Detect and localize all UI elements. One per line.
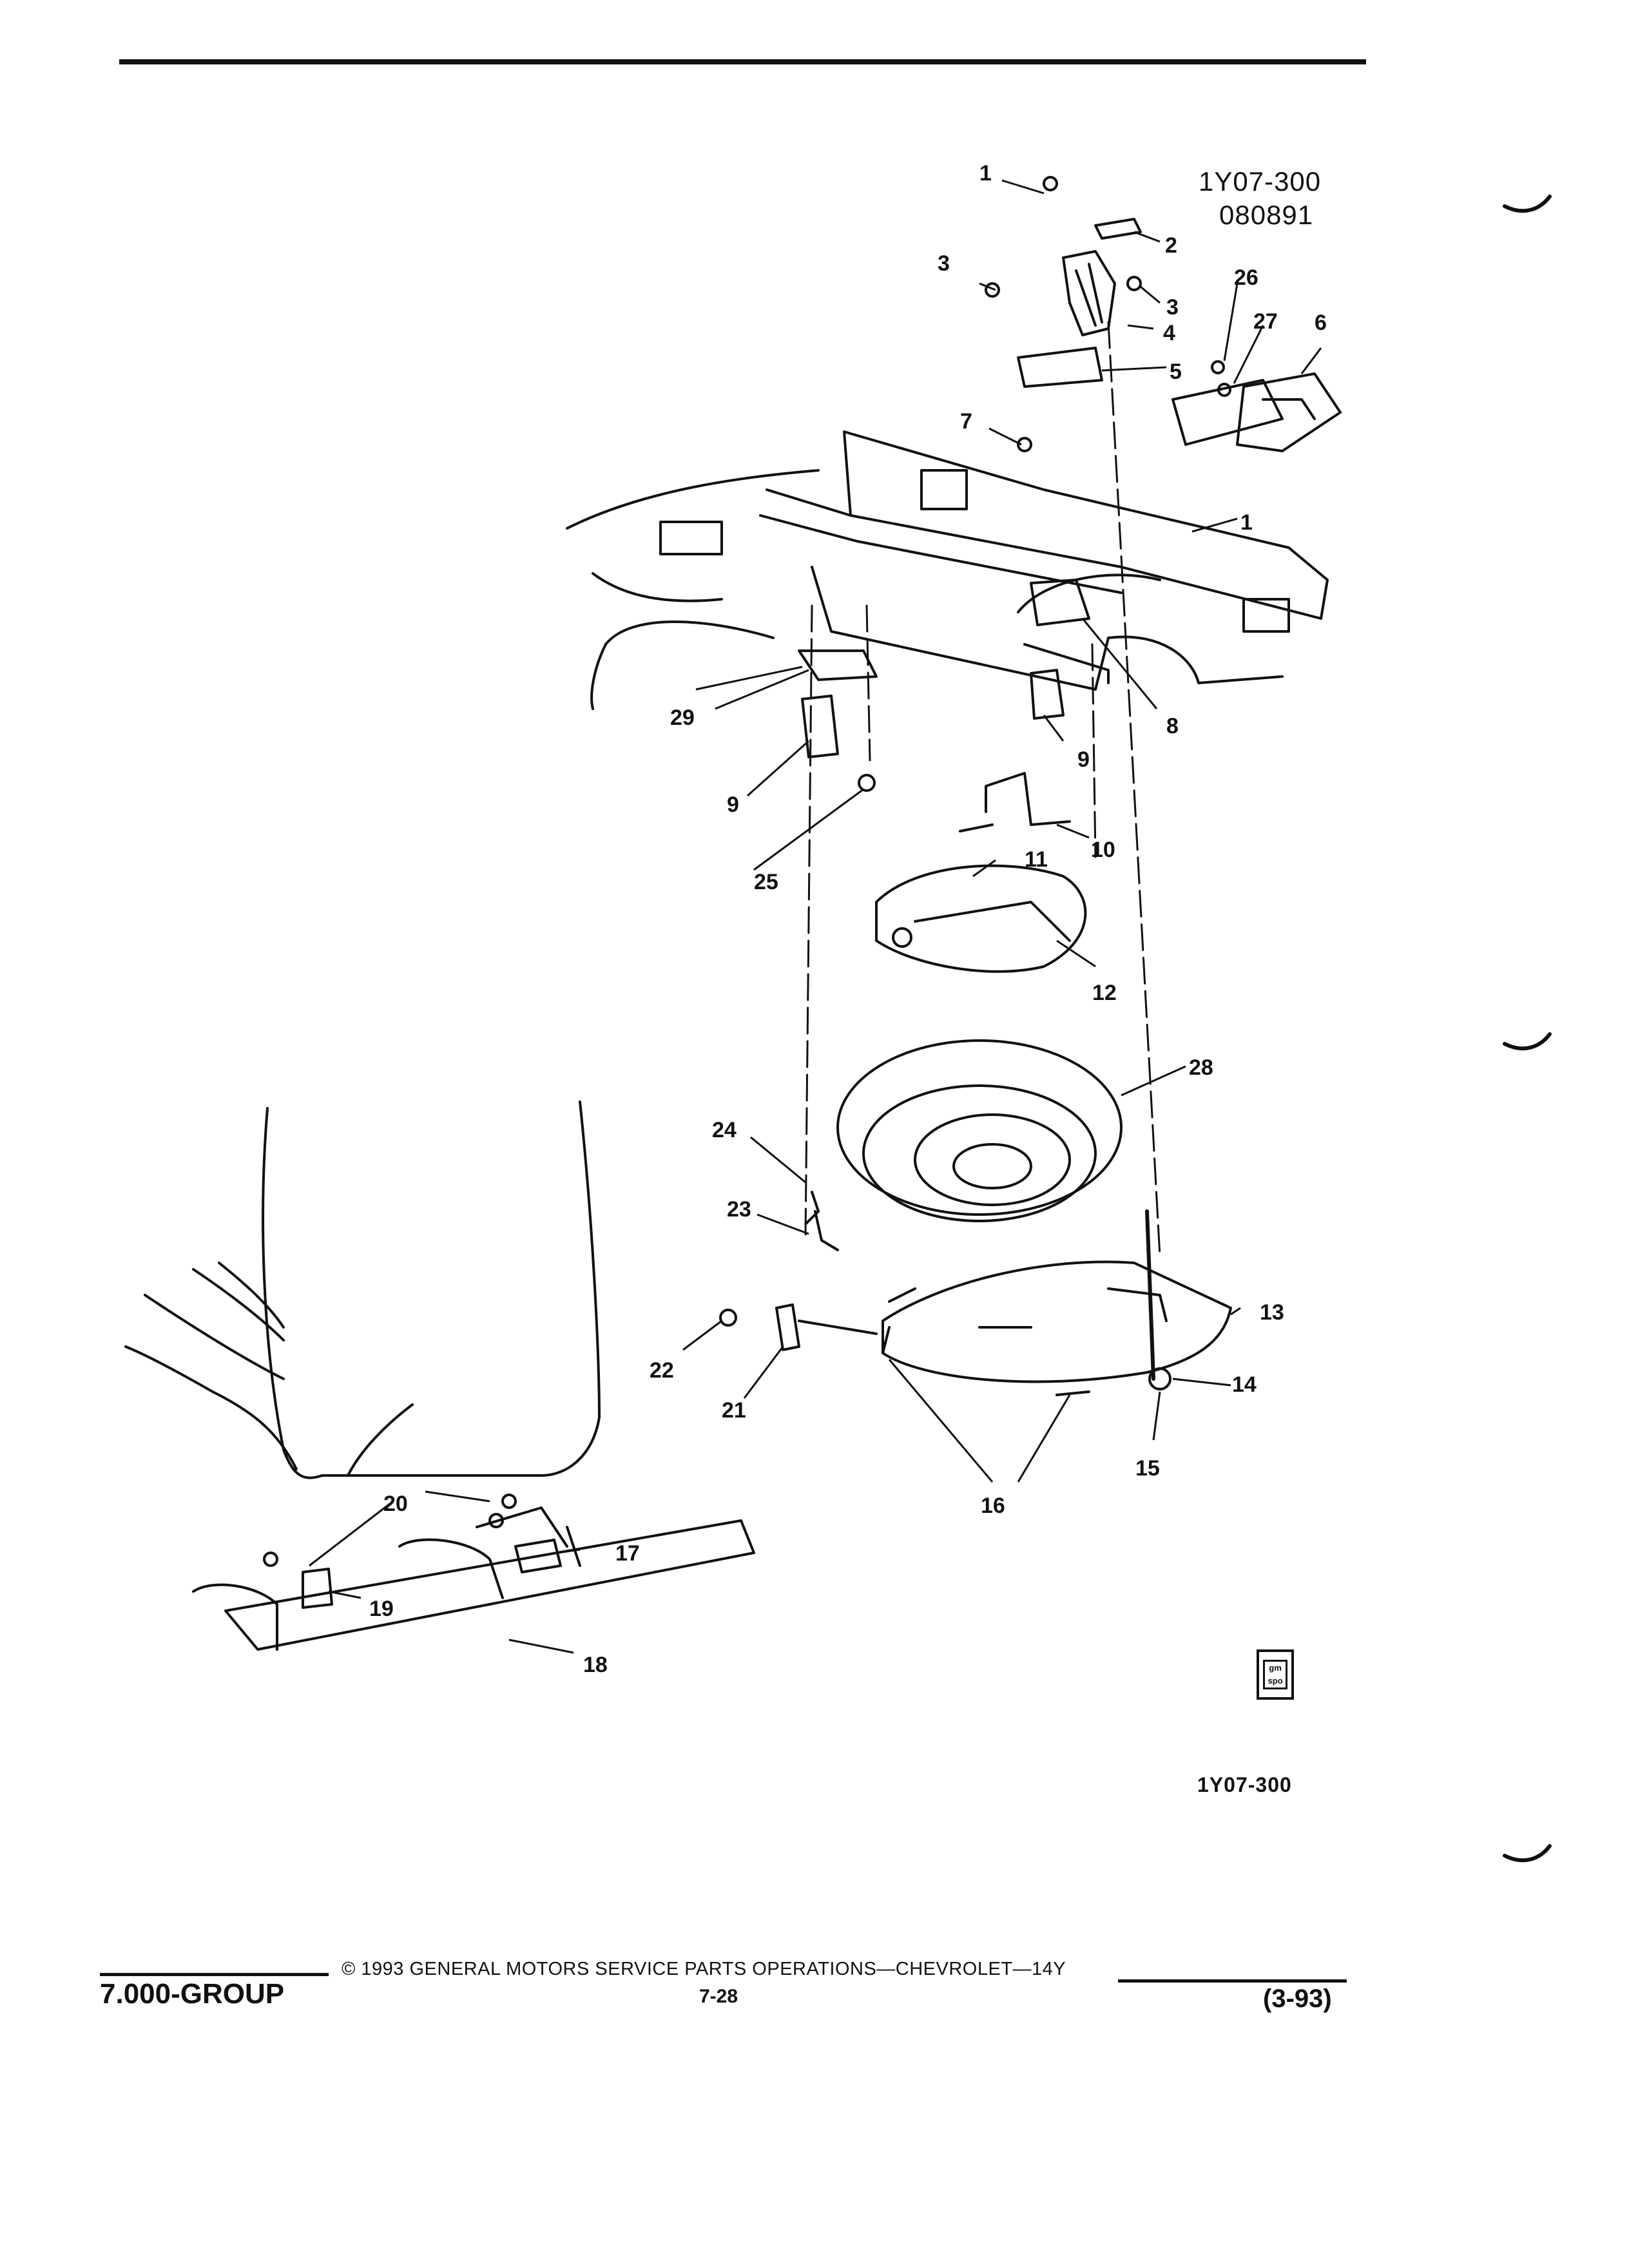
spare-tire-cradle — [882, 1260, 1232, 1383]
callout-label: 4 — [1163, 321, 1175, 345]
rear-crossmember — [843, 430, 1329, 620]
binder-mark — [1503, 1032, 1552, 1051]
gm-spo-logo: gm spo — [1257, 1649, 1294, 1700]
callout-label: 1 — [979, 161, 992, 186]
callout-label: 12 — [1092, 981, 1117, 1005]
footer-rule-right — [1118, 1979, 1347, 1983]
callout-label: 28 — [1189, 1055, 1213, 1080]
logo-text-top: gm — [1269, 1663, 1282, 1673]
callout-label: 23 — [727, 1197, 751, 1222]
fender-outline — [262, 1100, 601, 1479]
callout-label: 15 — [1135, 1456, 1160, 1481]
callout-label: 13 — [1260, 1300, 1284, 1325]
callout-label: 1 — [1240, 510, 1253, 535]
callout-labels: 1 2 3 3 4 5 6 7 1 8 9 9 10 11 12 13 14 1… — [369, 161, 1327, 1677]
footer-group-label: 7.000-GROUP — [100, 1978, 285, 2010]
callout-label: 9 — [1077, 747, 1090, 772]
spare-tire — [836, 1039, 1123, 1216]
callout-label: 27 — [1253, 309, 1278, 334]
illustration-code-bottom: 1Y07-300 — [1197, 1773, 1292, 1796]
callout-label: 5 — [1170, 360, 1182, 384]
callout-label: 3 — [938, 251, 950, 276]
callout-label: 18 — [583, 1653, 608, 1677]
callout-label: 8 — [1166, 714, 1179, 738]
footer-copyright: © 1993 GENERAL MOTORS SERVICE PARTS OPER… — [342, 1959, 1066, 1979]
callout-label: 21 — [722, 1398, 746, 1423]
binder-mark — [1503, 195, 1552, 213]
footer-rule-left — [100, 1973, 329, 1976]
vehicle-body-outline — [566, 469, 820, 710]
callout-label: 29 — [670, 706, 695, 730]
fender-inner — [124, 1345, 298, 1470]
callout-label: 16 — [981, 1494, 1005, 1518]
callout-label: 11 — [1025, 847, 1048, 872]
callout-label: 25 — [754, 870, 778, 894]
footer-revision-date: (3-93) — [1263, 1984, 1332, 2013]
callout-label: 7 — [960, 409, 972, 434]
logo-text-bottom: spo — [1268, 1676, 1283, 1686]
illustration-code: 1Y07-300 — [1199, 166, 1322, 197]
binder-mark — [1503, 1844, 1552, 1863]
callout-label: 10 — [1091, 838, 1115, 862]
mounting-bracket-6 — [1236, 372, 1342, 452]
lower-support-bracket — [224, 1519, 755, 1651]
callout-label: 20 — [383, 1492, 408, 1516]
callout-label: 9 — [727, 793, 739, 817]
illustration-date: 080891 — [1219, 200, 1314, 230]
callout-label: 24 — [712, 1118, 737, 1142]
callout-label: 17 — [615, 1541, 640, 1566]
jack-assembly — [875, 864, 1087, 973]
callout-label: 3 — [1166, 295, 1179, 320]
callout-label: 2 — [1165, 233, 1177, 258]
footer-page-number: 7-28 — [699, 1986, 738, 2007]
callout-label: 22 — [650, 1358, 674, 1383]
callout-label: 14 — [1232, 1372, 1257, 1397]
top-rule — [119, 59, 1366, 64]
callout-label: 6 — [1315, 311, 1327, 335]
callout-label: 26 — [1234, 265, 1258, 290]
callout-label: 19 — [369, 1597, 394, 1621]
